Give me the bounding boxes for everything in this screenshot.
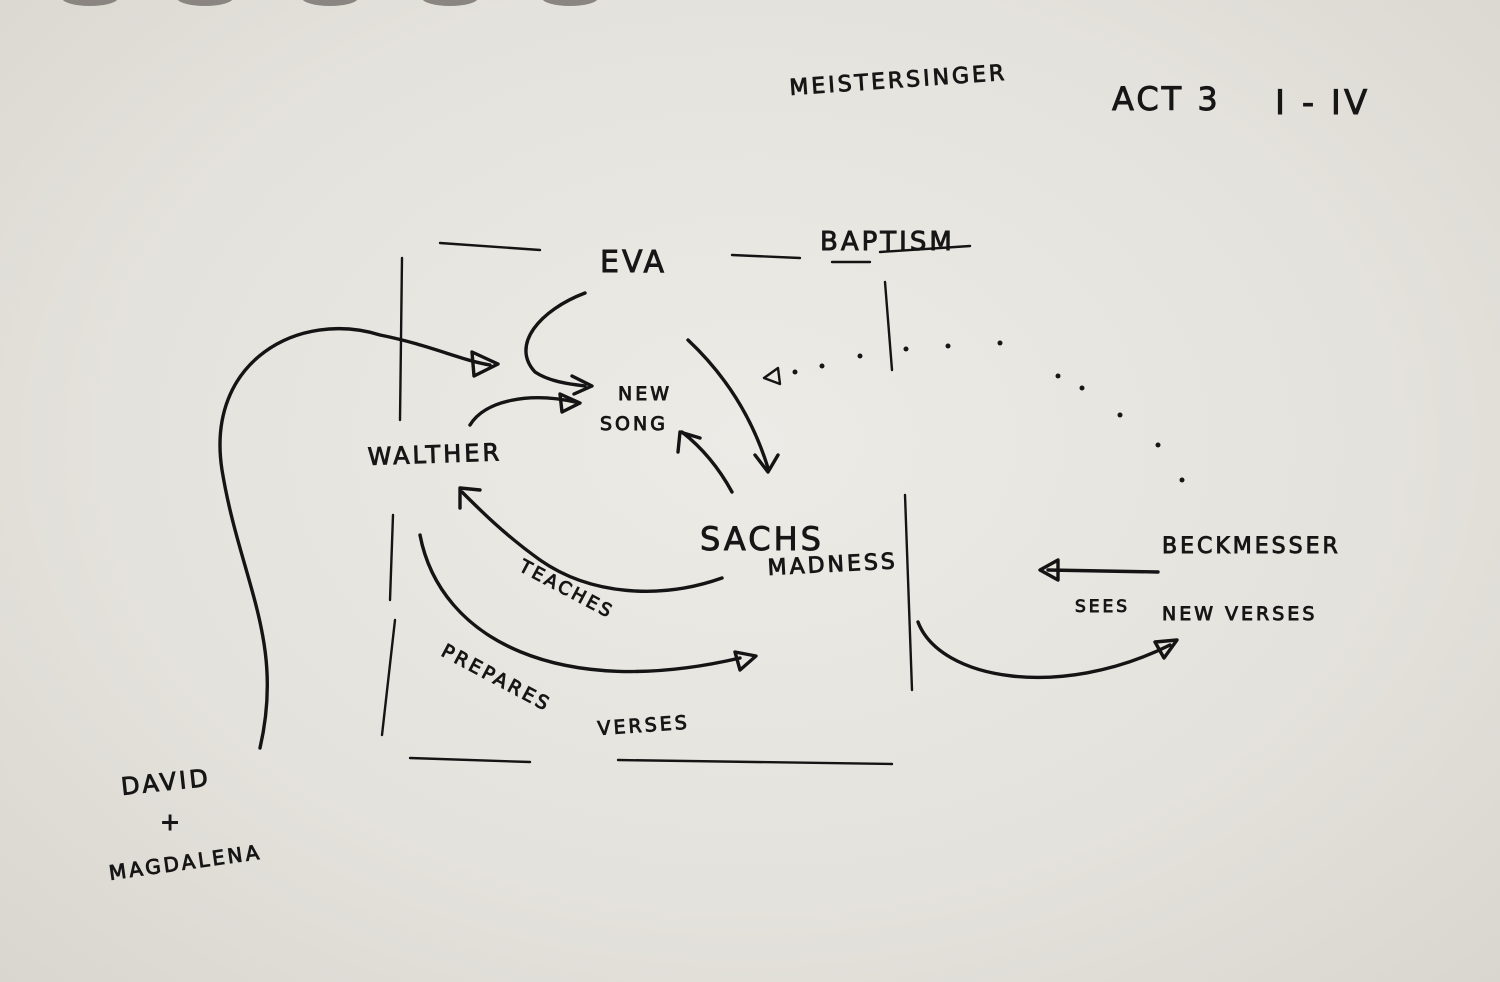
node-beckmesser: Beckmesser: [1162, 534, 1341, 559]
edge-label-verses: Verses: [597, 712, 691, 740]
scene-range: I - IV: [1275, 83, 1370, 123]
arrow-eva-to-new-song: [524, 291, 587, 388]
act-label: Act 3: [1112, 80, 1221, 118]
node-eva: Eva: [600, 245, 667, 280]
baptism-underline: [830, 244, 972, 264]
edge-label-teaches: Teaches: [515, 555, 618, 623]
node-new-song-line1: New: [618, 383, 672, 405]
arrow-david-to-new-song: [218, 326, 492, 750]
arrow-sachs-teaches-walther: [460, 490, 724, 593]
dotted-arrow-beckmesser-to-eva: [762, 340, 1185, 483]
node-plus: +: [160, 808, 183, 836]
edge-label-prepares: Prepares: [438, 640, 555, 716]
arrow-eva-to-sachs: [686, 338, 770, 470]
node-sees-line2: New Verses: [1162, 603, 1317, 625]
node-sachs: Sachs: [700, 520, 824, 558]
arrow-sachs-to-beckmesser: [916, 620, 1172, 680]
node-david: David: [120, 764, 212, 801]
node-new-song-line2: Song: [600, 413, 668, 435]
node-magdalena: Magdalena: [107, 840, 263, 885]
arrow-sachs-to-new-song: [680, 430, 734, 494]
spiral-binding: [62, 0, 598, 6]
node-sees-line1: Sees: [1075, 597, 1130, 617]
diagram-title: Meistersinger: [789, 61, 1008, 101]
arrows: [218, 291, 1185, 750]
arrow-beckmesser-to-sachs: [1046, 568, 1160, 574]
arrow-walther-prepares-verses: [418, 533, 742, 674]
node-walther: Walther: [367, 438, 502, 471]
